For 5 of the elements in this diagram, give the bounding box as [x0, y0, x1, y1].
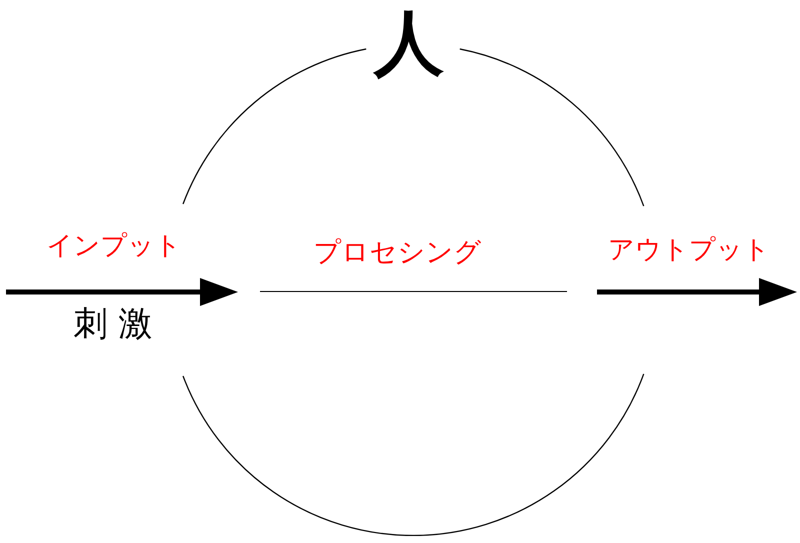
arrow-caption: 刺 激: [74, 305, 152, 344]
node-label: プロセシング: [314, 237, 482, 268]
arrow: [597, 278, 797, 306]
circle-heading: 人: [374, 8, 444, 78]
arrow: [6, 278, 238, 306]
